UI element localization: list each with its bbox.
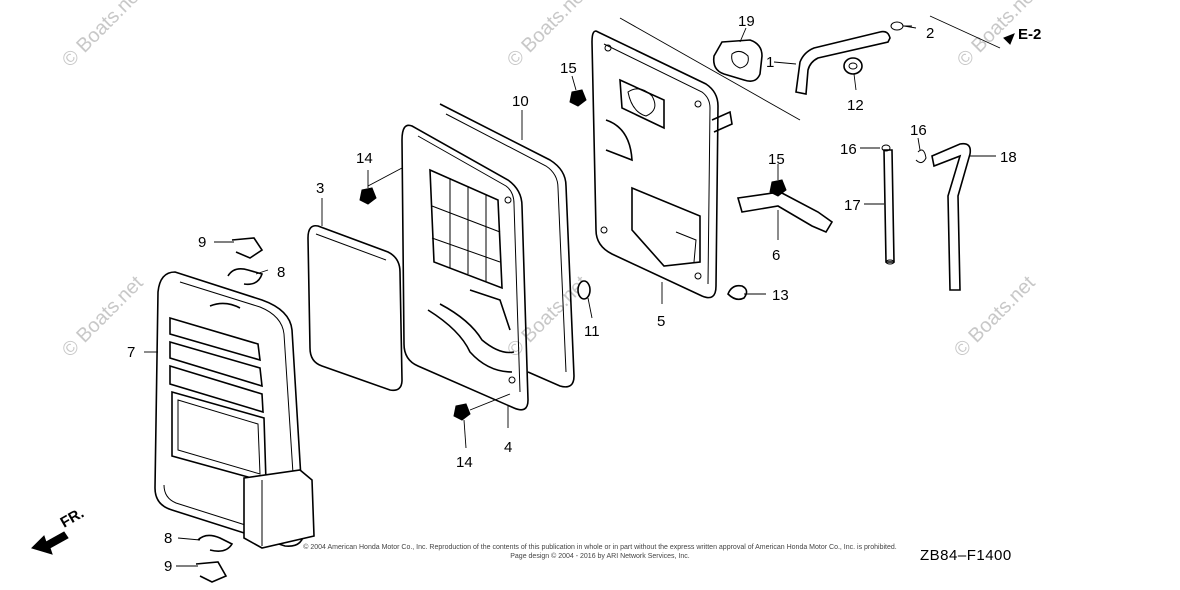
nuts[interactable] — [359, 89, 787, 421]
callout-8-top: 8 — [277, 264, 285, 281]
part-4-frame[interactable] — [401, 124, 529, 411]
copyright-line-1: © 2004 American Honda Motor Co., Inc. Re… — [303, 543, 897, 551]
part-3-element[interactable] — [307, 224, 403, 392]
callout-15-top: 15 — [560, 60, 577, 77]
callout-6: 6 — [772, 247, 780, 264]
part-13-clip[interactable] — [727, 284, 748, 301]
callout-1: 1 — [766, 54, 774, 71]
part-19-gasket[interactable] — [712, 39, 763, 82]
callout-2: 2 — [926, 25, 934, 42]
section-ref-label: E-2 — [1018, 26, 1041, 43]
callout-12: 12 — [847, 97, 864, 114]
callout-7: 7 — [127, 344, 135, 361]
copyright: © 2004 American Honda Motor Co., Inc. Re… — [303, 543, 897, 560]
watermark: © Boats.net — [58, 0, 148, 72]
callout-3: 3 — [316, 180, 324, 197]
front-label: FR. — [58, 505, 87, 532]
callout-11: 11 — [584, 323, 600, 340]
part-18-tube[interactable] — [931, 142, 972, 291]
watermark: © Boats.net — [503, 0, 593, 72]
callout-16-left: 16 — [840, 141, 857, 158]
clips-top[interactable] — [227, 237, 264, 286]
callout-10: 10 — [512, 93, 529, 110]
callout-14-bottom: 14 — [456, 454, 473, 471]
part-2-clip[interactable] — [890, 21, 912, 31]
callouts: 1 2 3 4 5 6 7 8 8 9 9 10 11 12 13 14 14 … — [127, 13, 1017, 575]
callout-8-bottom: 8 — [164, 530, 172, 547]
part-6-stay[interactable] — [736, 191, 834, 234]
part-16-clips[interactable] — [881, 144, 927, 164]
callout-9-top: 9 — [198, 234, 206, 251]
front-direction-indicator: FR. — [31, 505, 87, 555]
callout-18: 18 — [1000, 149, 1017, 166]
callout-17: 17 — [844, 197, 861, 214]
callout-19: 19 — [738, 13, 755, 30]
leader-lines — [144, 15, 1001, 567]
callout-4: 4 — [504, 439, 512, 456]
part-1-tube[interactable] — [795, 30, 891, 95]
figure-code: ZB84–F1400 — [920, 547, 1012, 564]
copyright-line-2: Page design © 2004 - 2016 by ARI Network… — [510, 552, 690, 560]
front-arrow-icon — [31, 531, 69, 555]
callout-15-right: 15 — [768, 151, 785, 168]
part-10-gasket[interactable] — [439, 103, 575, 388]
part-17-tube[interactable] — [883, 149, 895, 265]
callout-14-top: 14 — [356, 150, 373, 167]
callout-5: 5 — [657, 313, 665, 330]
section-ref[interactable]: E-2 — [1003, 26, 1041, 45]
part-11-cap[interactable] — [577, 280, 591, 300]
callout-13: 13 — [772, 287, 789, 304]
part-7-cover[interactable] — [154, 271, 315, 549]
callout-16-right: 16 — [910, 122, 927, 139]
clips-bottom[interactable] — [195, 534, 234, 583]
part-12-grommet[interactable] — [843, 57, 863, 75]
callout-9-bottom: 9 — [164, 558, 172, 575]
part-5-case[interactable] — [591, 30, 733, 299]
watermark: © Boats.net — [950, 272, 1040, 362]
